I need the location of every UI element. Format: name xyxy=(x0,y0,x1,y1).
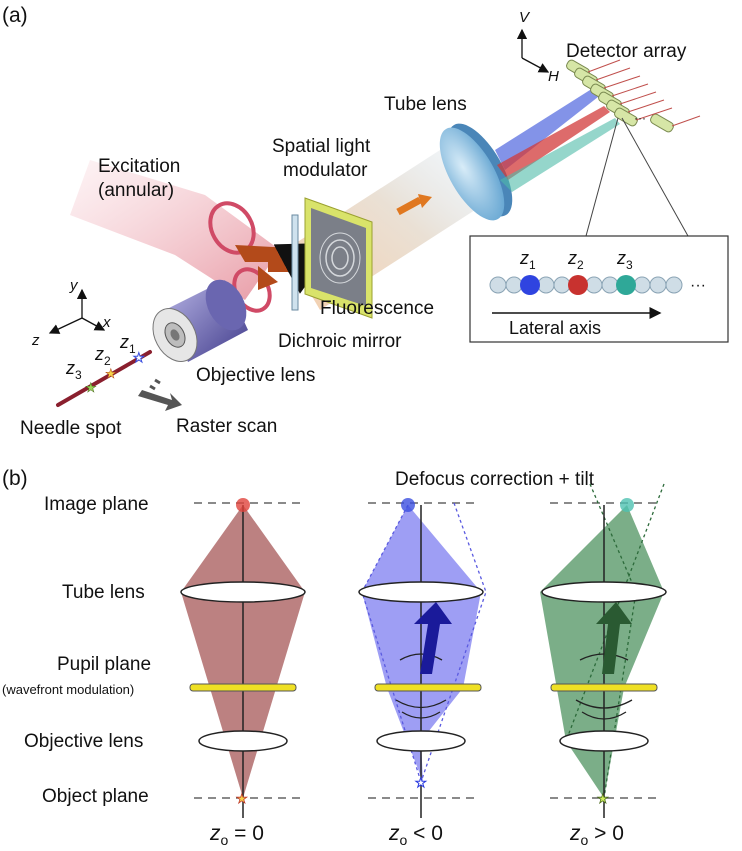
axis-v-label: V xyxy=(519,9,531,26)
dichroic-mirror xyxy=(291,214,299,311)
axis-y-label: y xyxy=(69,277,79,294)
case-label-negative: zo < 0 xyxy=(388,822,443,848)
detector-array: ··· xyxy=(566,59,701,133)
axis-h-label: H xyxy=(548,68,559,85)
axis-x-label: x xyxy=(102,314,111,331)
label-detector-array: Detector array xyxy=(566,41,687,62)
axis-z-label: z xyxy=(31,332,40,349)
inset-z1-label: z1 xyxy=(519,248,536,272)
row-pupil-sub: (wavefront modulation) xyxy=(2,682,134,697)
inset-z2-label: z2 xyxy=(567,248,584,272)
needle-z2-label: z2 xyxy=(94,344,111,368)
row-pupil-plane: Pupil plane xyxy=(57,654,151,675)
row-image-plane: Image plane xyxy=(44,494,149,515)
plane-dash-lines xyxy=(194,502,656,799)
panel-b-tag: (b) xyxy=(2,467,28,490)
svg-text:★: ★ xyxy=(236,791,248,806)
tube-lens xyxy=(439,123,513,221)
svg-text:★: ★ xyxy=(133,350,145,365)
case-zo-positive: ★ xyxy=(540,483,667,818)
panel-b-title: Defocus correction + tilt xyxy=(395,469,595,490)
inset-ellipsis: ··· xyxy=(690,277,706,294)
label-tube-lens: Tube lens xyxy=(384,94,467,115)
label-objective-lens: Objective lens xyxy=(196,365,315,386)
row-objective-lens: Objective lens xyxy=(24,731,143,752)
svg-text:★: ★ xyxy=(597,791,609,806)
focal-spot-z3 xyxy=(616,275,636,295)
inset-z3-label: z3 xyxy=(616,248,633,272)
case-label-positive: zo > 0 xyxy=(569,822,624,848)
case-zo-zero: ★ xyxy=(180,498,306,818)
lateral-axis-inset: ··· Lateral axis z1 z2 z3 xyxy=(469,117,729,343)
spatial-light-modulator xyxy=(304,197,373,319)
objective-lens xyxy=(152,279,248,362)
sample-axes xyxy=(48,288,106,334)
lateral-axis-pixels xyxy=(489,276,683,294)
panel-a-tag: (a) xyxy=(2,4,28,27)
label-fluorescence: Fluorescence xyxy=(320,298,434,319)
label-dichroic-mirror: Dichroic mirror xyxy=(278,331,402,352)
lateral-axis-label: Lateral axis xyxy=(509,318,601,338)
needle-spot: ★ ★ ★ xyxy=(56,350,152,407)
case-zo-negative: ★ xyxy=(358,498,487,818)
svg-text:★: ★ xyxy=(105,366,117,381)
case-label-zero: zo = 0 xyxy=(209,822,264,848)
detector-dots: ··· xyxy=(634,111,646,125)
focal-spot-z1 xyxy=(520,275,540,295)
focal-spot-z2 xyxy=(568,275,588,295)
detector-beams xyxy=(495,90,620,192)
label-raster-scan: Raster scan xyxy=(176,416,277,437)
svg-text:★: ★ xyxy=(85,380,97,395)
needle-z3-label: z3 xyxy=(65,358,82,382)
row-tube-lens: Tube lens xyxy=(62,582,145,603)
svg-text:★: ★ xyxy=(415,775,427,790)
needle-z1-label: z1 xyxy=(119,332,136,356)
raster-scan-arrow xyxy=(138,378,182,411)
detector-axes xyxy=(516,28,550,73)
label-excitation: Excitation(annular) xyxy=(98,156,180,201)
row-object-plane: Object plane xyxy=(42,786,149,807)
label-needle-spot: Needle spot xyxy=(20,418,122,439)
